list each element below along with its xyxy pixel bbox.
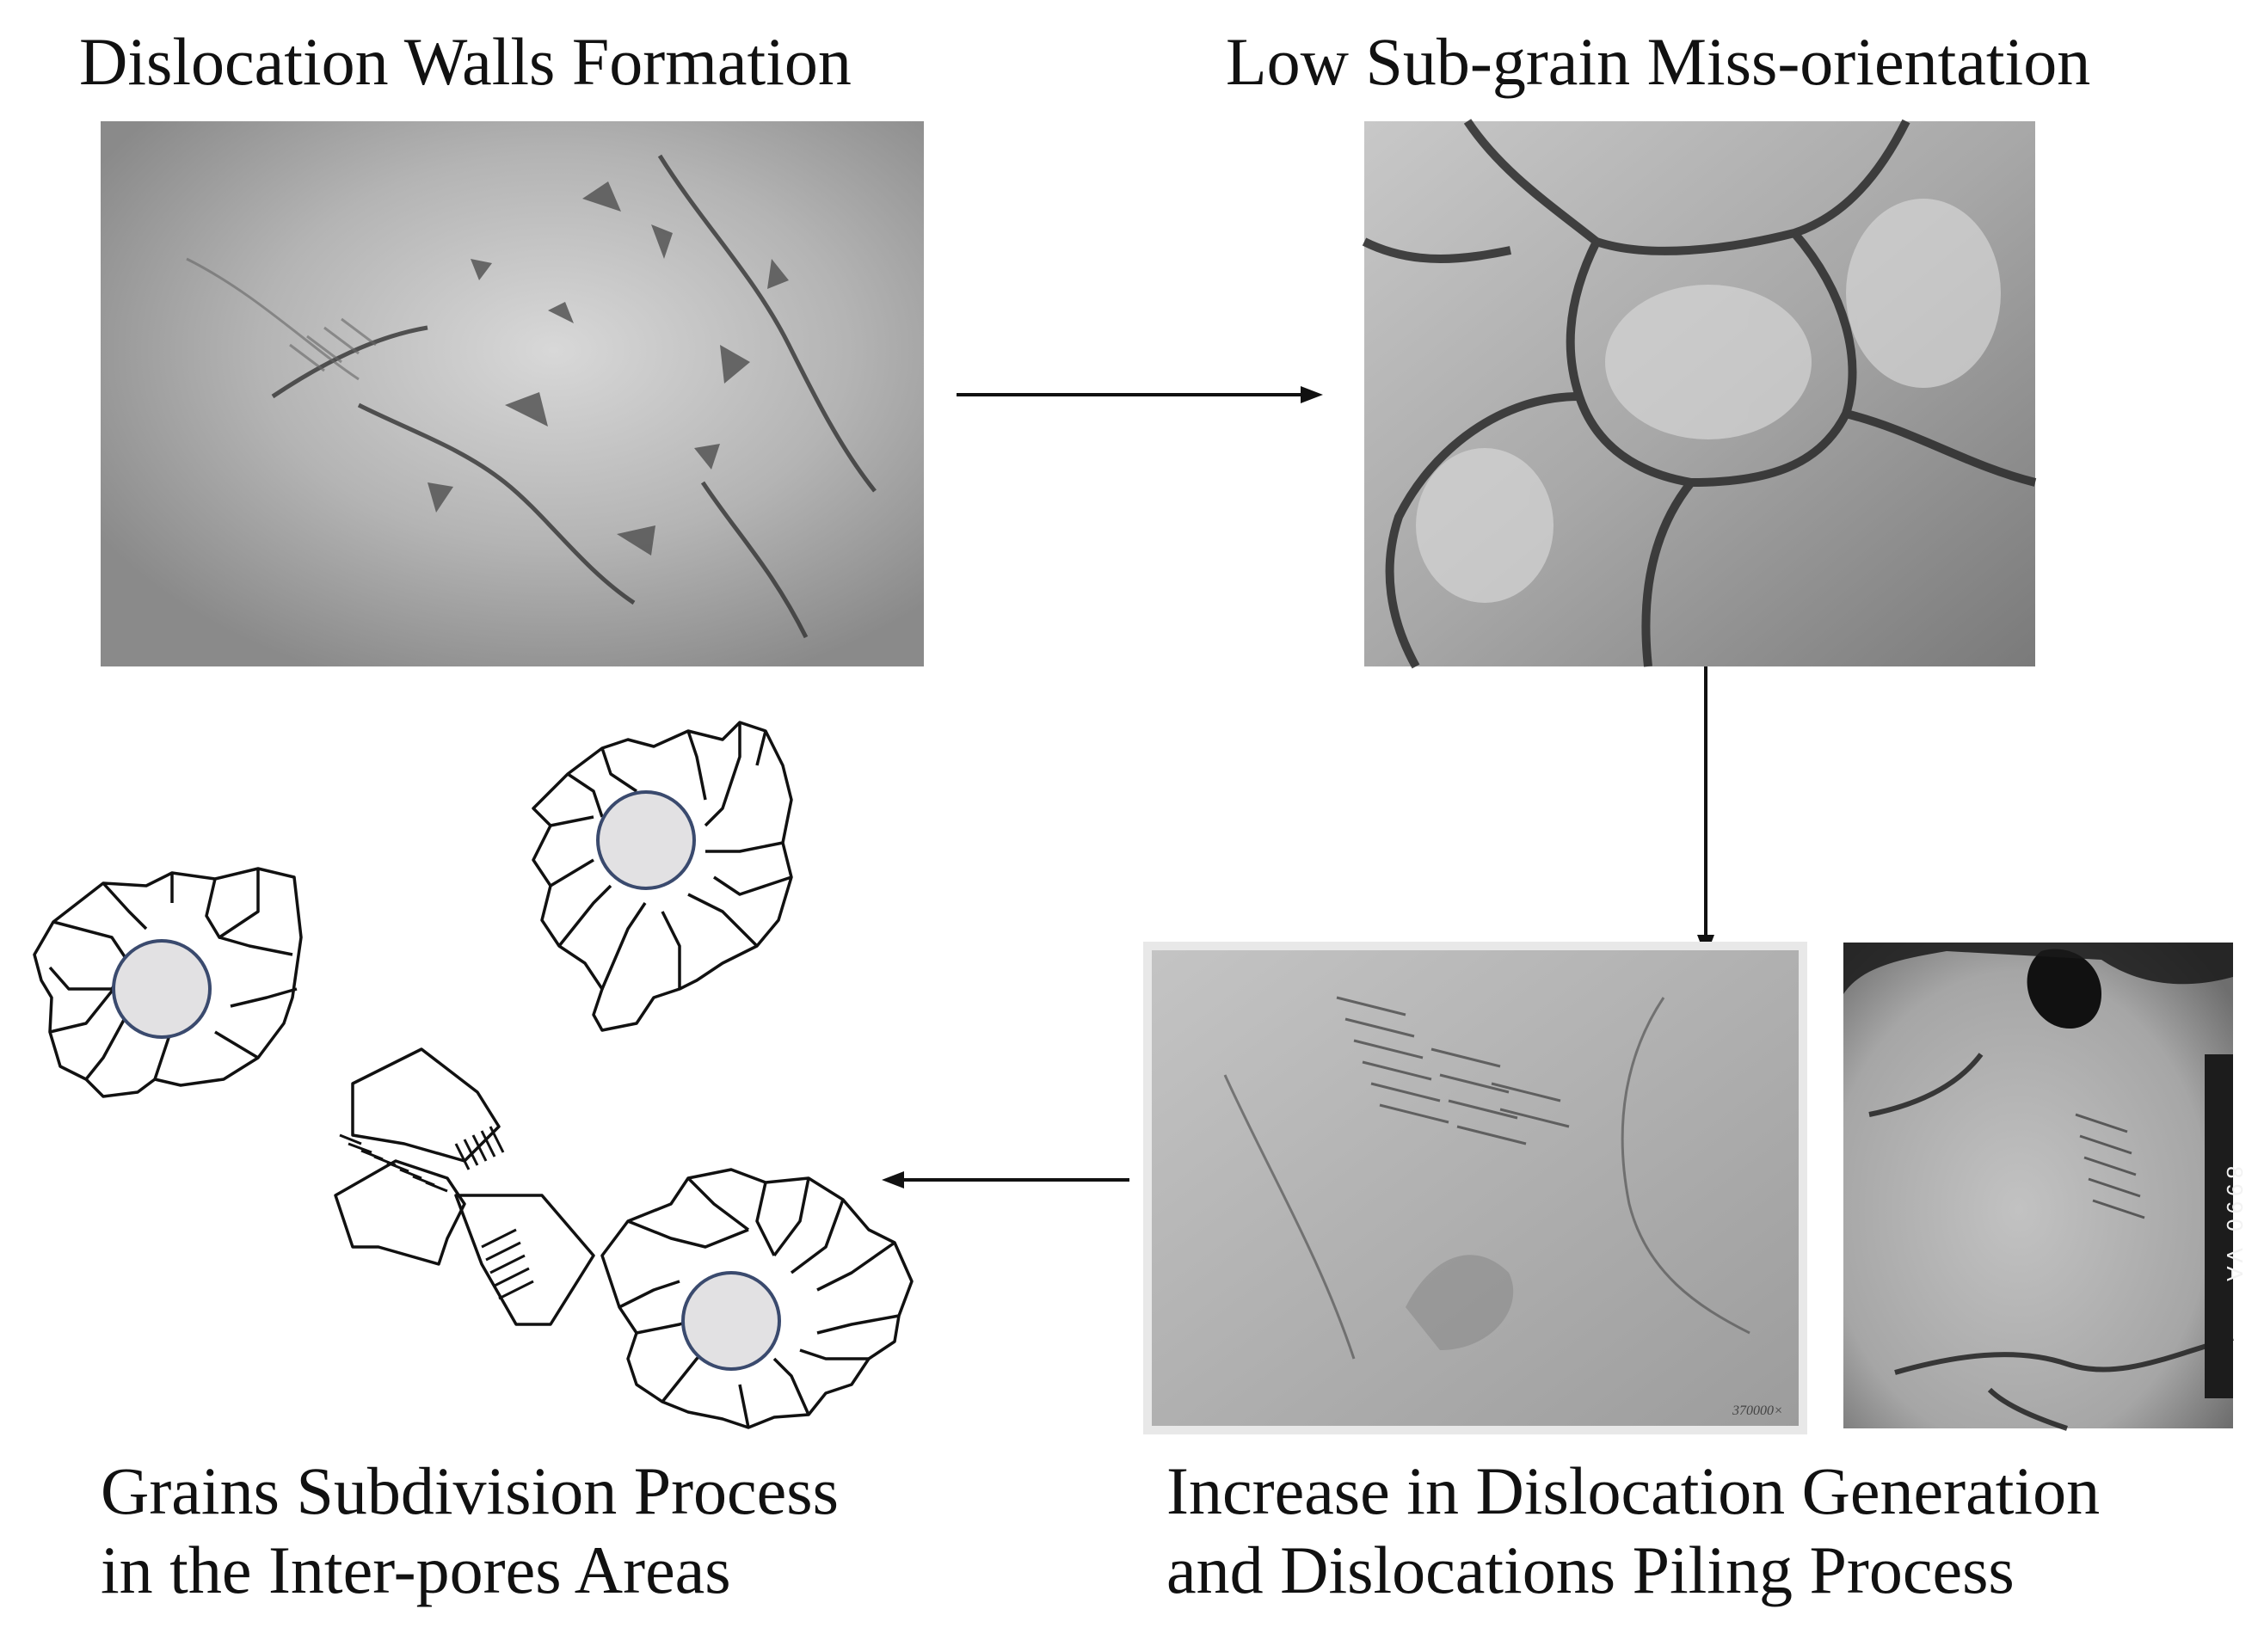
label-dislocation-generation: Increase in Dislocation Generation and D… <box>1166 1452 2100 1610</box>
film-edge-code: 8990 VA <box>2222 1166 2248 1287</box>
label-grains-subdivision: Grains Subdivision Process in the Inter-… <box>101 1452 839 1610</box>
label-grains-subdivision-line2: in the Inter-pores Areas <box>101 1532 731 1608</box>
pore-left <box>112 939 212 1039</box>
micrograph-subgrain-boundaries <box>1362 119 2037 669</box>
grain-cluster-top <box>532 721 793 1032</box>
label-dislocation-walls-formation: Dislocation Walls Formation <box>79 24 852 99</box>
micrograph-tem-dark: 8990 VA <box>1843 943 2248 1431</box>
subdivided-grain-fragments <box>334 1047 595 1326</box>
label-dislocation-generation-line2: and Dislocations Piling Process <box>1166 1532 2015 1608</box>
dislocation-hatching <box>339 1126 534 1300</box>
label-grains-subdivision-line1: Grains Subdivision Process <box>101 1453 839 1528</box>
arrow-right <box>957 386 1323 403</box>
magnification-stamp: 370000× <box>1732 1403 1783 1418</box>
pore-bottom <box>681 1271 781 1371</box>
micrograph-dislocation-walls <box>101 121 924 666</box>
micrograph-dislocation-pileup: 370000× <box>1143 942 1807 1434</box>
arrow-left <box>882 1171 1129 1188</box>
pore-top <box>596 790 696 890</box>
label-dislocation-generation-line1: Increase in Dislocation Generation <box>1166 1453 2101 1528</box>
label-low-subgrain-missorientation: Low Sub-grain Miss-orientation <box>1226 24 2091 99</box>
grain-cluster-left <box>33 867 303 1098</box>
grain-cluster-bottom <box>600 1168 914 1429</box>
